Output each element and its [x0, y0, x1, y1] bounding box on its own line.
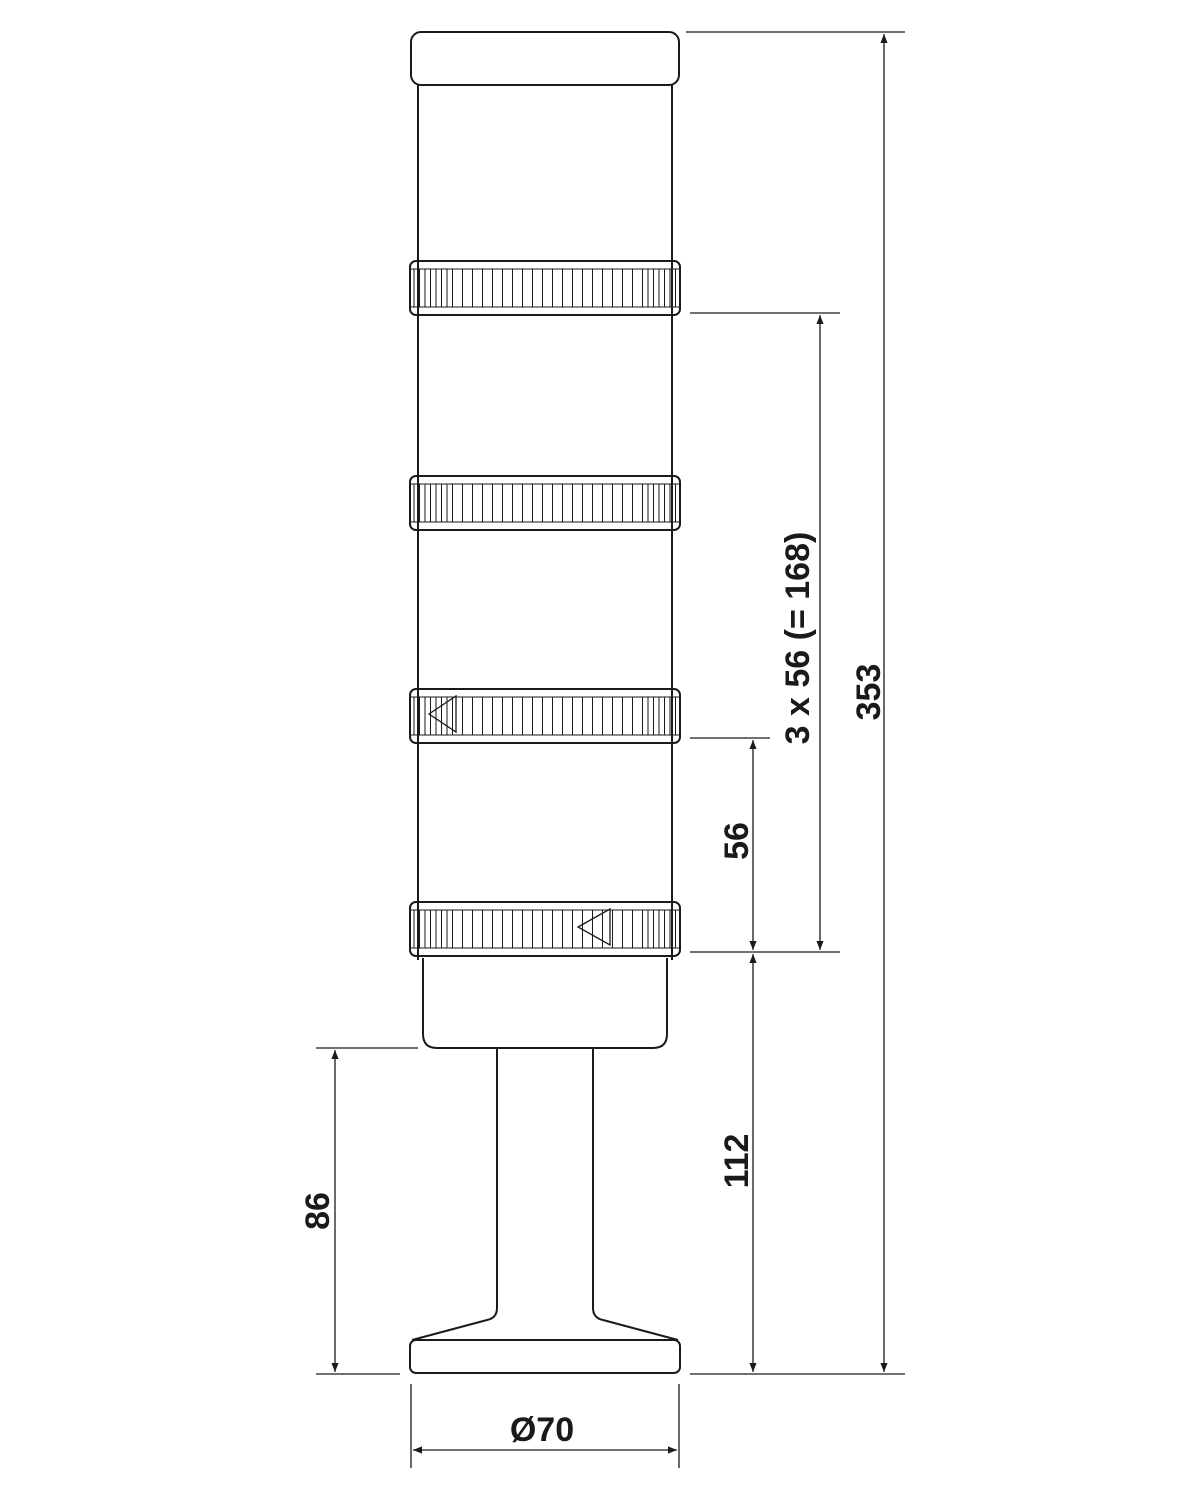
ring-outline [409, 901, 681, 957]
knurled-ring [409, 901, 681, 957]
base-housing [422, 958, 668, 1049]
pole [411, 1048, 498, 1341]
label-total-height: 353 [850, 664, 888, 721]
ring-arrow-icon [427, 694, 457, 734]
knurled-rings [409, 260, 681, 957]
ring-outline [409, 475, 681, 531]
ring-outline [409, 260, 681, 316]
knurled-ring [409, 688, 681, 744]
pole-right [592, 1048, 679, 1341]
label-module-height: 56 [718, 822, 756, 860]
ring-arrow-icon [576, 907, 611, 947]
foot-plate [409, 1339, 681, 1374]
dimension-labels: 353 3 x 56 (= 168) 56 112 86 Ø70 [299, 532, 888, 1449]
label-module-stack: 3 x 56 (= 168) [779, 532, 817, 745]
knurled-ring [409, 475, 681, 531]
top-cap [410, 31, 680, 86]
dimension-lines [331, 34, 888, 1454]
signal-tower [409, 31, 681, 1374]
label-base-diameter: Ø70 [510, 1411, 574, 1449]
ring-outline [409, 688, 681, 744]
label-pole-height: 86 [299, 1192, 337, 1230]
knurled-ring [409, 260, 681, 316]
extension-lines [316, 31, 905, 1468]
label-base-height: 112 [718, 1134, 756, 1189]
